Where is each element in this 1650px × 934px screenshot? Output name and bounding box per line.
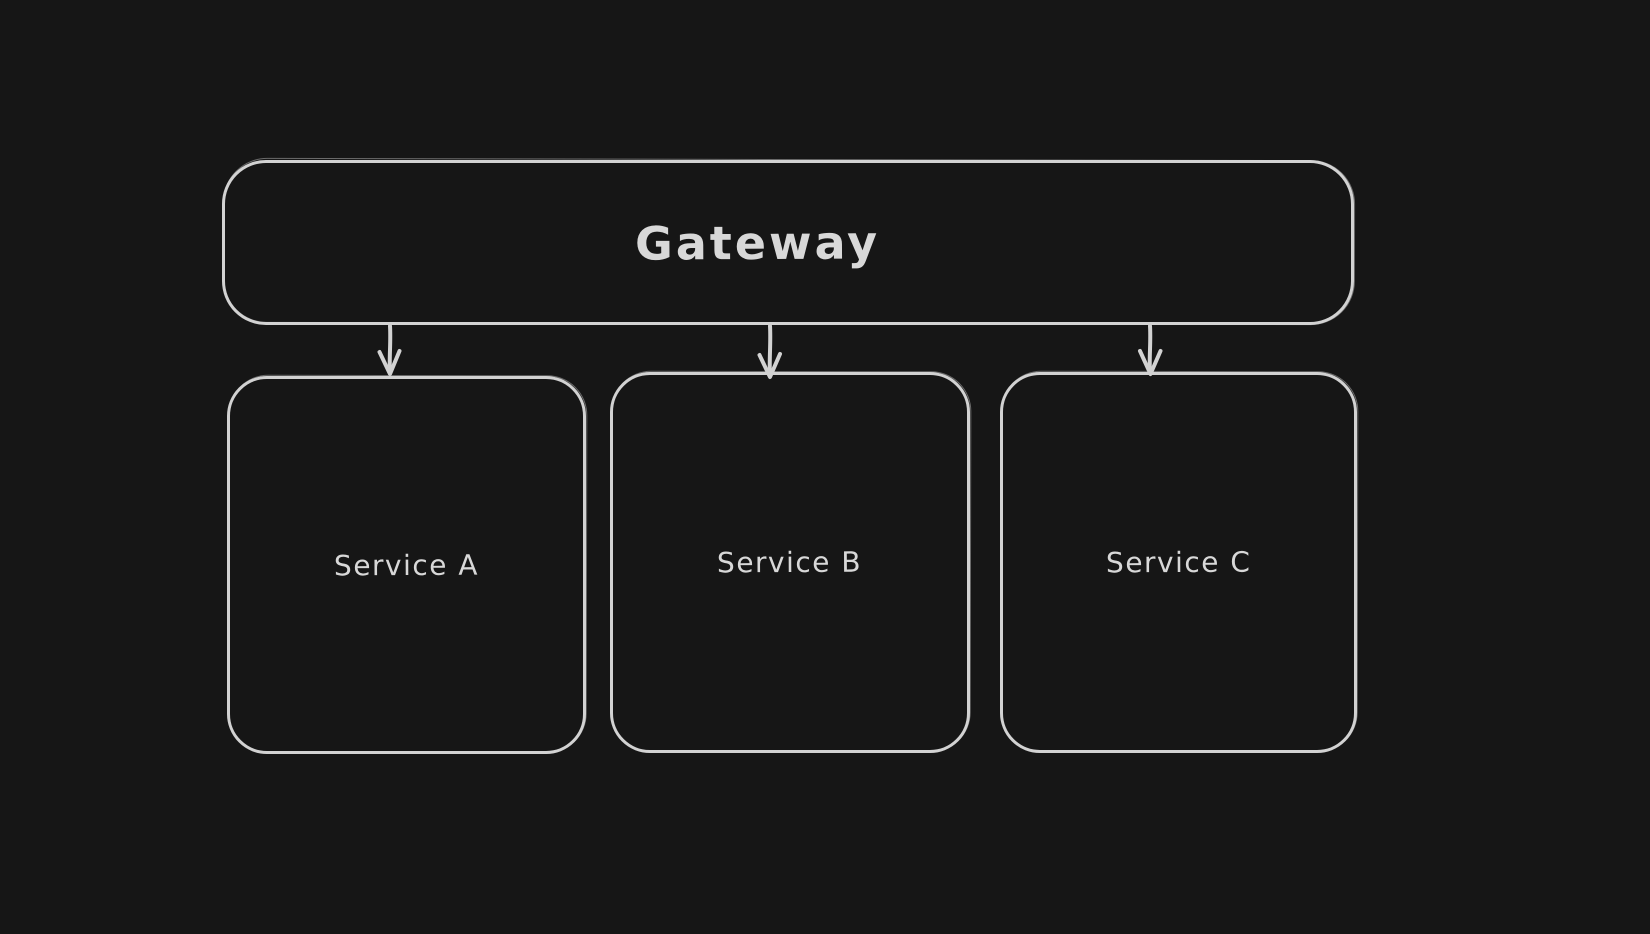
node-service-c[interactable]: Service C: [1000, 372, 1357, 753]
node-gateway[interactable]: Gateway: [222, 160, 1354, 325]
arrow-gateway-to-service-c[interactable]: [1138, 324, 1163, 376]
arrow-gateway-to-service-a[interactable]: [377, 324, 402, 376]
node-service-a[interactable]: Service A: [227, 376, 586, 754]
node-service-a-label: Service A: [333, 548, 480, 582]
node-service-b-label: Service B: [717, 545, 863, 580]
node-service-c-label: Service C: [1105, 545, 1252, 580]
node-service-b[interactable]: Service B: [610, 372, 970, 753]
arrow-gateway-to-service-b[interactable]: [757, 324, 782, 379]
